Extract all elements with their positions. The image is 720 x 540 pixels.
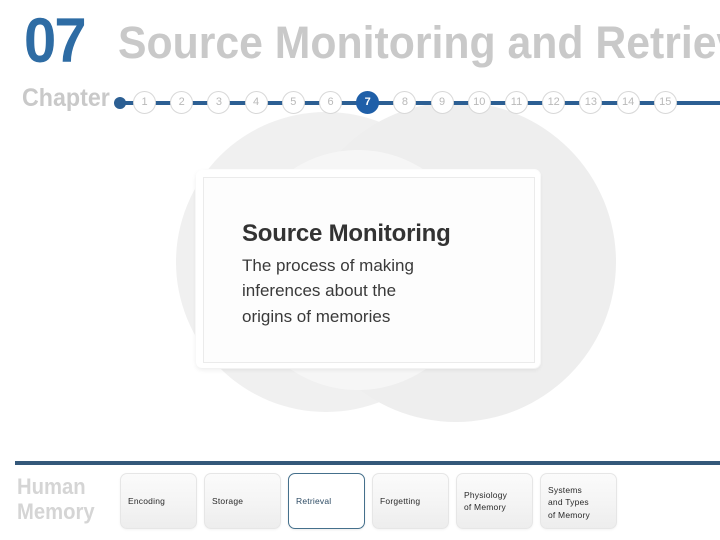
- footer-divider: [15, 461, 720, 465]
- timeline-step-5[interactable]: 5: [281, 91, 305, 114]
- timeline-step-4[interactable]: 4: [244, 91, 268, 114]
- chapter-number: 07: [24, 6, 87, 76]
- timeline-step-6[interactable]: 6: [319, 91, 342, 114]
- timeline-step-11[interactable]: 11: [505, 91, 528, 114]
- definition-card-body: Source Monitoring The process of making …: [242, 220, 522, 329]
- tab-storage[interactable]: Storage: [204, 473, 281, 529]
- tab-systems-and-types-of-memory[interactable]: Systems and Types of Memory: [540, 473, 617, 529]
- definition-title: Source Monitoring: [242, 220, 451, 247]
- timeline-step-12[interactable]: 12: [542, 91, 566, 114]
- brand-label: Human Memory: [17, 474, 95, 525]
- timeline-step-14[interactable]: 14: [616, 91, 640, 114]
- definition-card: Source Monitoring The process of making …: [196, 170, 540, 368]
- page-title: Source Monitoring and Retrieval: [118, 17, 720, 68]
- timeline-step-1[interactable]: 1: [133, 91, 156, 114]
- timeline-step-15[interactable]: 15: [653, 91, 677, 114]
- tab-forgetting[interactable]: Forgetting: [372, 473, 449, 529]
- timeline-step-2[interactable]: 2: [170, 91, 194, 114]
- tab-retrieval[interactable]: Retrieval: [288, 473, 365, 529]
- slide-header: 07 Chapter Source Monitoring and Retriev…: [0, 0, 720, 126]
- timeline-step-13[interactable]: 13: [579, 91, 603, 114]
- definition-card-inner: Source Monitoring The process of making …: [203, 177, 535, 363]
- timeline-step-7[interactable]: 7: [356, 91, 380, 114]
- definition-description: The process of making inferences about t…: [242, 255, 414, 326]
- timeline-step-8[interactable]: 8: [393, 91, 417, 114]
- timeline-step-3[interactable]: 3: [207, 91, 231, 114]
- timeline-step-10[interactable]: 10: [467, 91, 491, 114]
- timeline-step-9[interactable]: 9: [430, 91, 454, 114]
- timeline-start-dot: [114, 97, 126, 109]
- chapter-label: Chapter: [22, 84, 110, 112]
- tab-encoding[interactable]: Encoding: [120, 473, 197, 529]
- timeline-track: [118, 101, 720, 105]
- tab-physiology-of-memory[interactable]: Physiology of Memory: [456, 473, 533, 529]
